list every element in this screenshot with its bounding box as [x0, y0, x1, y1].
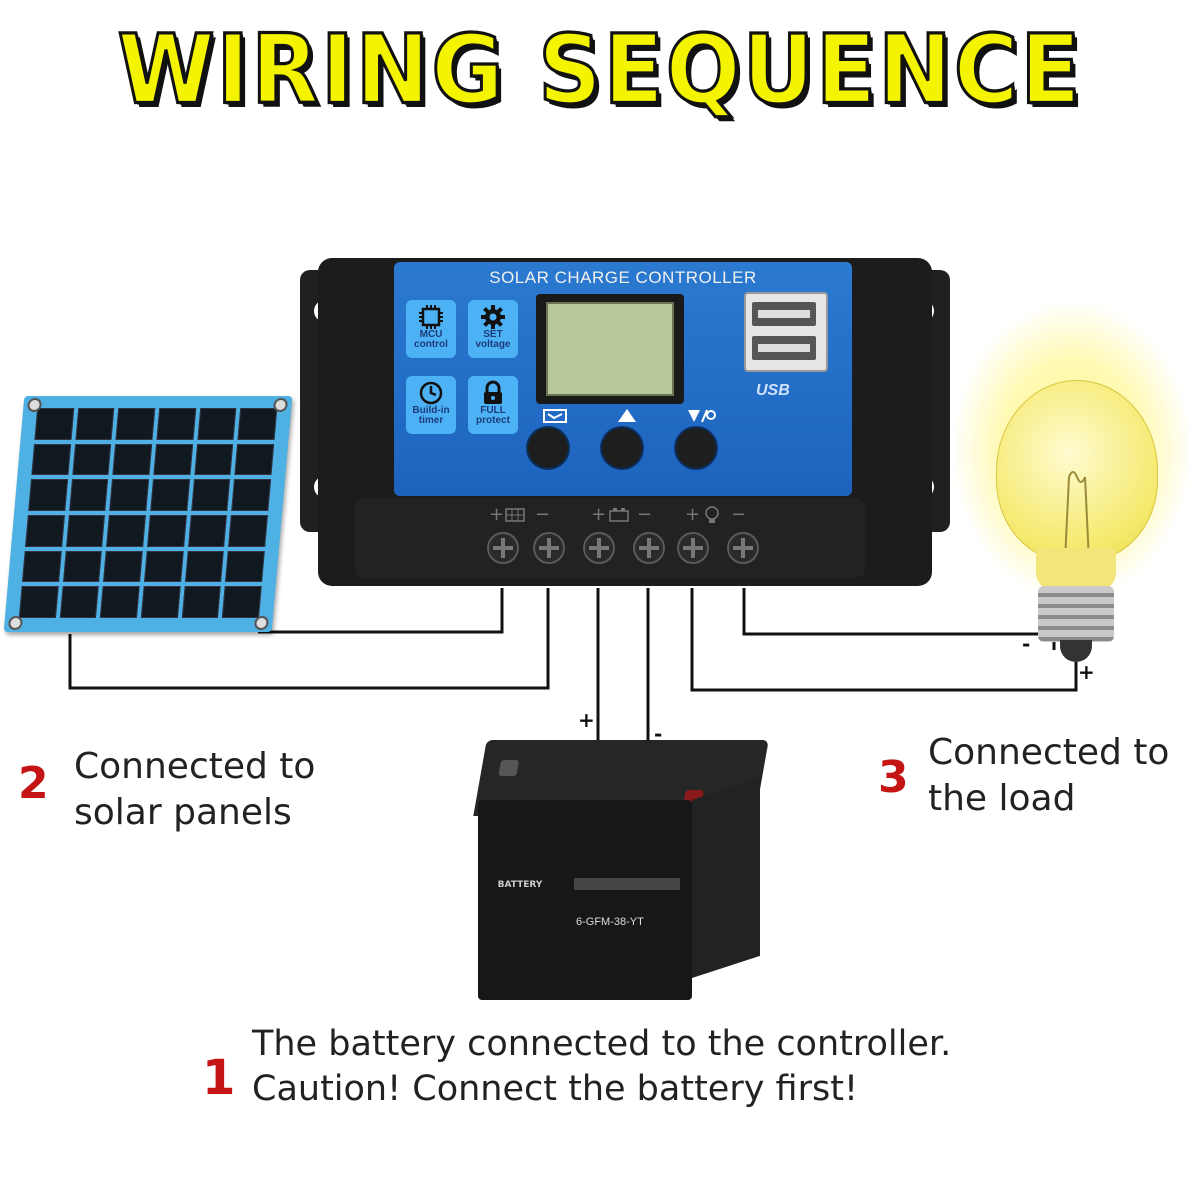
- lcd-display: [536, 294, 684, 404]
- bulb-filament-icon: [1064, 471, 1090, 562]
- feature-label-line1: MCU: [419, 329, 443, 340]
- terminal-symbol: +: [591, 504, 607, 525]
- terminal-symbol: −: [731, 504, 747, 525]
- load-negative-label: -: [1022, 632, 1031, 656]
- menu-button[interactable]: [528, 428, 568, 468]
- lcd-screen: [546, 302, 674, 396]
- wire-solar-negative: [68, 588, 550, 690]
- step-3-line1: Connected to: [928, 732, 1170, 773]
- battery-brand: BATTERY: [497, 880, 543, 890]
- wire-solar-positive: [258, 588, 504, 634]
- feature-build-in-timer: Build-in timer: [406, 376, 456, 434]
- feature-label-line1: FULL: [480, 405, 506, 416]
- battery-side: [692, 777, 760, 978]
- feature-label-line2: voltage: [475, 339, 511, 350]
- step-1-number: 1: [202, 1050, 236, 1106]
- chip-icon: [419, 305, 443, 329]
- feature-label-line2: timer: [418, 415, 444, 426]
- down-light-icon: [688, 409, 716, 423]
- menu-symbol-icon: [543, 409, 567, 423]
- bulb-contact-tip: [1060, 640, 1092, 662]
- feature-label-line1: SET: [483, 329, 503, 340]
- load-positive-label: +: [1078, 660, 1095, 684]
- light-bulb: [996, 380, 1158, 562]
- terminal-screw-battery-positive[interactable]: [583, 532, 615, 564]
- diagram-title: WIRING SEQUENCE: [116, 12, 1083, 126]
- usb-port: [752, 336, 816, 360]
- clock-icon: [419, 381, 443, 405]
- battery-negative-label: -: [654, 722, 663, 746]
- step-2-text: Connected to solar panels: [74, 744, 315, 836]
- step-3-number: 3: [878, 752, 909, 803]
- terminal-symbol: −: [637, 504, 653, 525]
- terminal-block: + − + − + −: [355, 498, 865, 578]
- terminal-screw-battery-negative[interactable]: [633, 532, 665, 564]
- terminal-symbol: +: [489, 504, 505, 525]
- step-2-line1: Connected to: [74, 746, 316, 787]
- usb-ports: [744, 292, 828, 372]
- usb-port: [752, 302, 816, 326]
- battery-positive-label: +: [578, 708, 595, 732]
- solar-panel: [3, 396, 293, 632]
- terminal-screw-load-positive[interactable]: [677, 532, 709, 564]
- feature-mcu-control: MCU control: [406, 300, 456, 358]
- panel-symbol-icon: [505, 508, 525, 522]
- step-1-text: The battery connected to the controller.…: [252, 1022, 951, 1112]
- step-2-number: 2: [18, 758, 49, 809]
- usb-label: USB: [756, 382, 790, 399]
- step-3-line2: the load: [928, 778, 1076, 820]
- feature-label-line2: control: [414, 339, 448, 350]
- terminal-symbol: +: [685, 504, 701, 525]
- feature-set-voltage: SET voltage: [468, 300, 518, 358]
- solar-cell-grid: [18, 408, 278, 618]
- feature-label-line2: protect: [476, 415, 510, 426]
- down-button[interactable]: [676, 428, 716, 468]
- panel-grommet: [253, 616, 270, 630]
- step-3-text: Connected to the load: [928, 730, 1169, 822]
- battery-model: 6-GFM-38-YT: [576, 916, 644, 928]
- panel-grommet: [7, 616, 24, 630]
- battery: BATTERY 6-GFM-38-YT: [478, 800, 692, 1000]
- feature-full-protect: FULL protect: [468, 376, 518, 434]
- feature-label-line1: Build-in: [412, 405, 450, 416]
- controller-faceplate: SOLAR CHARGE CONTROLLER MCU control SET …: [394, 262, 852, 496]
- lock-icon: [484, 380, 502, 404]
- up-arrow-icon: [618, 409, 636, 422]
- step-1-line1: The battery connected to the controller.: [252, 1024, 952, 1064]
- wire-load-negative: [742, 588, 1056, 650]
- battery-terminal: [498, 760, 520, 776]
- controller-label: SOLAR CHARGE CONTROLLER: [489, 268, 757, 287]
- wire-load-positive: [690, 588, 1078, 692]
- bulb-screw-base: [1038, 586, 1114, 642]
- battery-symbol-icon: [609, 508, 629, 522]
- panel-grommet: [272, 398, 289, 412]
- up-button[interactable]: [602, 428, 642, 468]
- terminal-screw-load-negative[interactable]: [727, 532, 759, 564]
- terminal-screw-solar-negative[interactable]: [533, 532, 565, 564]
- terminal-screw-solar-positive[interactable]: [487, 532, 519, 564]
- battery-label-band: [574, 878, 680, 890]
- step-1-line2: Caution! Connect the battery first!: [252, 1068, 858, 1109]
- gear-icon: [481, 305, 505, 329]
- step-2-line2: solar panels: [74, 792, 292, 834]
- bulb-symbol-icon: [705, 506, 719, 523]
- terminal-symbol: −: [535, 504, 551, 525]
- bulb-neck: [1036, 548, 1116, 592]
